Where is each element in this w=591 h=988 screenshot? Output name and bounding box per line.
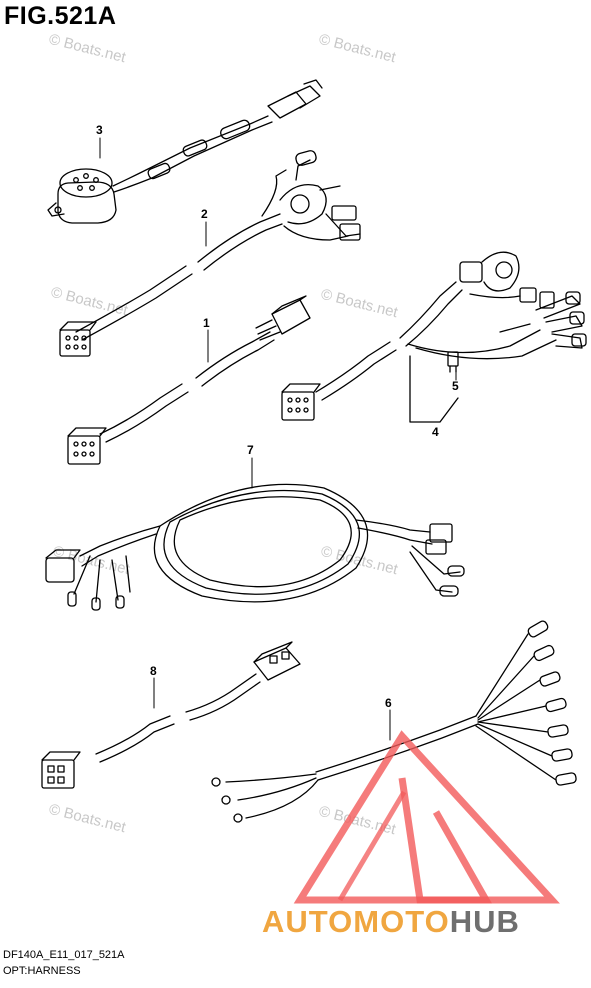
brand-part2: HUB bbox=[449, 904, 520, 939]
callout-3: 3 bbox=[96, 123, 103, 137]
callout-4: 4 bbox=[432, 425, 439, 439]
diagram-code: DF140A_E11_017_521A bbox=[3, 949, 125, 961]
callout-2: 2 bbox=[201, 207, 208, 221]
harness-7 bbox=[45, 483, 465, 611]
callout-6: 6 bbox=[385, 696, 392, 710]
buzzer-harness bbox=[47, 79, 323, 224]
figure-title: FIG.521A bbox=[4, 2, 117, 30]
fuse-5 bbox=[447, 351, 459, 373]
automotohub-logo-icon bbox=[293, 730, 560, 904]
callout-7: 7 bbox=[247, 443, 254, 457]
brand-wordmark: AUTOMOTOHUB bbox=[262, 904, 520, 940]
harness-6 bbox=[211, 620, 577, 823]
harness-4 bbox=[281, 251, 587, 423]
callout-1: 1 bbox=[203, 316, 210, 330]
harness-8 bbox=[41, 641, 301, 789]
callout-5: 5 bbox=[452, 379, 459, 393]
harness-1 bbox=[67, 295, 311, 465]
diagram-name: OPT:HARNESS bbox=[3, 965, 81, 977]
harness-2 bbox=[59, 150, 361, 357]
callout-8: 8 bbox=[150, 664, 157, 678]
brand-part1: AUTOMOTO bbox=[262, 904, 450, 939]
